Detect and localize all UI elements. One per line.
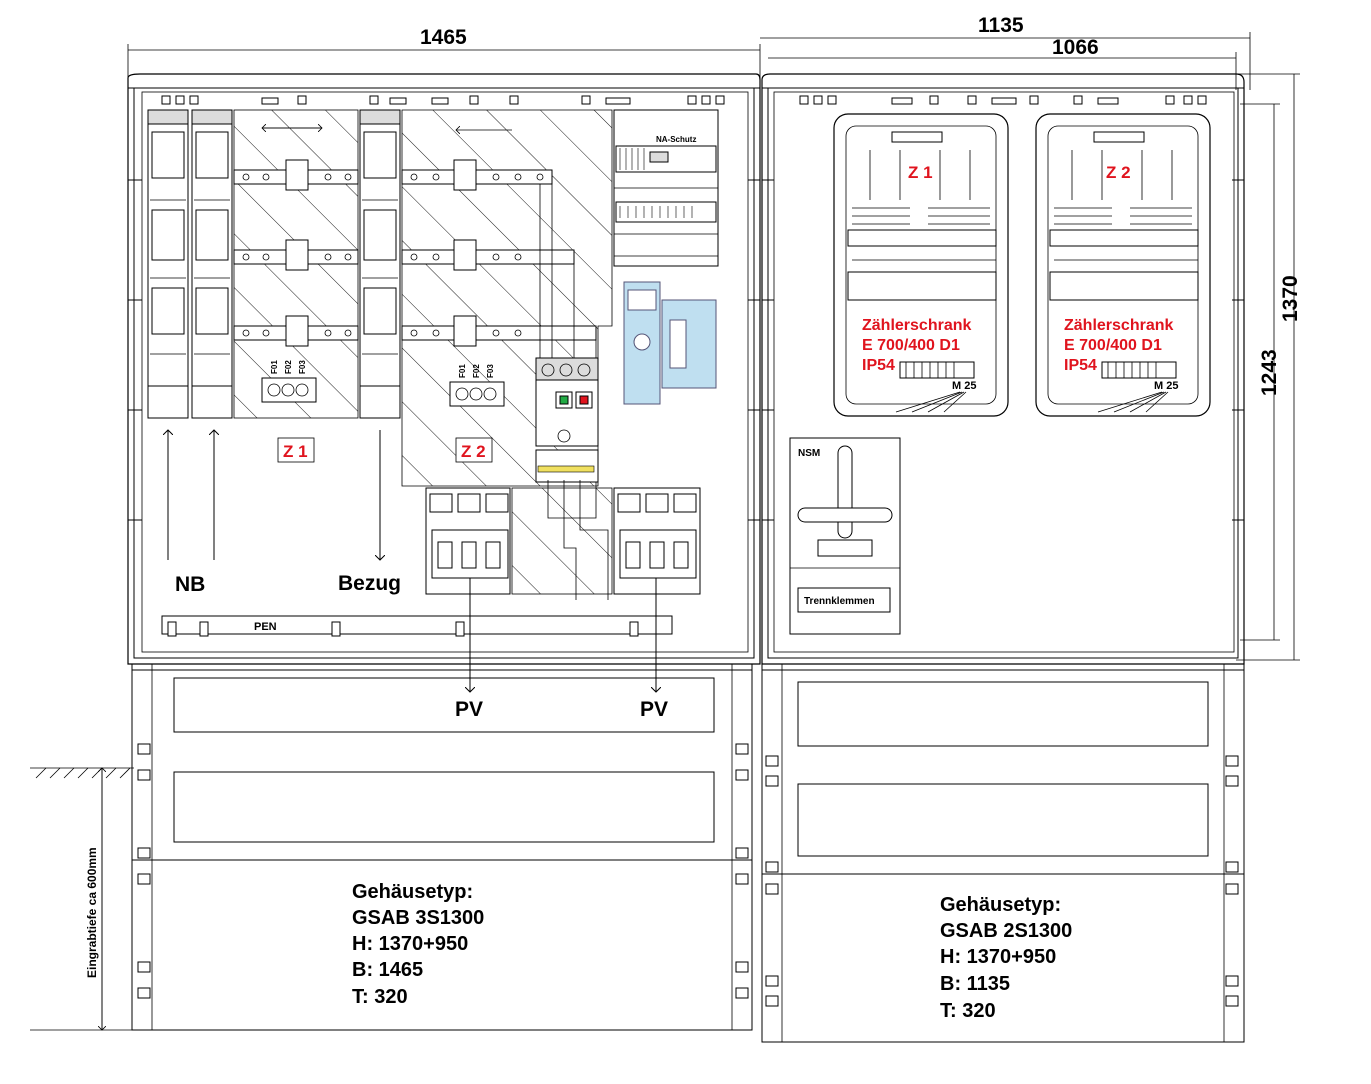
meter-z2-line1: Zählerschrank bbox=[1064, 317, 1173, 334]
housing-right-h: H: 1370+950 bbox=[940, 946, 1056, 968]
fuse-label-z2-3: F03 bbox=[486, 364, 495, 378]
fuse-strip-1 bbox=[147, 109, 189, 419]
meter-z2-zone: Z 2 bbox=[1106, 163, 1131, 182]
zone-z1-left: Z 1 bbox=[283, 442, 308, 461]
fuse-strip-3 bbox=[359, 109, 401, 419]
meter-z2-gland: M 25 bbox=[1154, 380, 1178, 392]
fuse-label-z1-2: F02 bbox=[284, 360, 293, 374]
dim-height-inner: 1243 bbox=[1258, 349, 1281, 396]
housing-right-type: GSAB 2S1300 bbox=[940, 920, 1072, 942]
meter-z1-zone: Z 1 bbox=[908, 163, 933, 182]
fuse-block-z2 bbox=[449, 381, 505, 407]
housing-left-title: Gehäusetyp: bbox=[352, 881, 473, 903]
top-rail-left bbox=[161, 95, 725, 105]
fuse-label-z1-3: F03 bbox=[298, 360, 307, 374]
dim-width-right-outer: 1135 bbox=[978, 14, 1024, 37]
label-pv-right: PV bbox=[640, 698, 668, 721]
dim-width-right-inner: 1066 bbox=[1052, 36, 1099, 59]
label-pv-left: PV bbox=[455, 698, 483, 721]
fuse-label-z2-2: F02 bbox=[472, 364, 481, 378]
housing-left-h: H: 1370+950 bbox=[352, 933, 468, 955]
fuse-block-z1 bbox=[261, 377, 317, 403]
na-schutz-module bbox=[613, 109, 719, 267]
meter-z1-line1: Zählerschrank bbox=[862, 317, 971, 334]
label-pen: PEN bbox=[254, 621, 277, 633]
meter-z2-line2: E 700/400 D1 bbox=[1064, 337, 1162, 354]
teal-modules bbox=[623, 281, 717, 405]
housing-right-t: T: 320 bbox=[940, 1000, 996, 1022]
zone-z2-left: Z 2 bbox=[461, 442, 486, 461]
dim-width-left: 1465 bbox=[420, 26, 467, 49]
right-cabinet: Z 1 Zählerschrank E 700/400 D1 IP54 M 25 bbox=[761, 73, 1245, 1043]
meter-cabinet-z1 bbox=[833, 113, 1009, 417]
meter-z1-line2: E 700/400 D1 bbox=[862, 337, 960, 354]
busbars bbox=[233, 159, 597, 347]
fuse-label-z2-1: F01 bbox=[458, 364, 467, 378]
pen-rail bbox=[161, 615, 673, 637]
fuse-label-z1-1: F01 bbox=[270, 360, 279, 374]
housing-right-title: Gehäusetyp: bbox=[940, 894, 1061, 916]
meter-z2-line3: IP54 bbox=[1064, 357, 1097, 374]
housing-left-type: GSAB 3S1300 bbox=[352, 907, 484, 929]
na-schutz-label: NA-Schutz bbox=[656, 135, 696, 144]
meter-z1-line3: IP54 bbox=[862, 357, 895, 374]
nsm-panel bbox=[789, 437, 901, 635]
pv-terminal-box-right bbox=[613, 487, 701, 595]
switch-device bbox=[535, 357, 599, 483]
housing-left-b: B: 1465 bbox=[352, 959, 423, 981]
pv-terminal-box-left bbox=[425, 487, 511, 595]
left-cabinet: F01 F02 F03 F01 F02 F03 Z 1 Z 2 bbox=[127, 73, 761, 1031]
label-nb: NB bbox=[175, 573, 205, 596]
label-bezug: Bezug bbox=[338, 572, 401, 595]
meter-z1-gland: M 25 bbox=[952, 380, 976, 392]
nsm-label: NSM bbox=[798, 448, 820, 459]
meter-cabinet-z2 bbox=[1035, 113, 1211, 417]
dimension-lines bbox=[30, 32, 1300, 1030]
depth-label: Eingrabtiefe ca 600mm bbox=[85, 847, 99, 978]
dim-height-outer: 1370 bbox=[1279, 275, 1302, 322]
housing-right-b: B: 1135 bbox=[940, 973, 1010, 995]
trennklemmen-label: Trennklemmen bbox=[804, 596, 875, 607]
fuse-strip-2 bbox=[191, 109, 233, 419]
housing-left-t: T: 320 bbox=[352, 986, 408, 1008]
